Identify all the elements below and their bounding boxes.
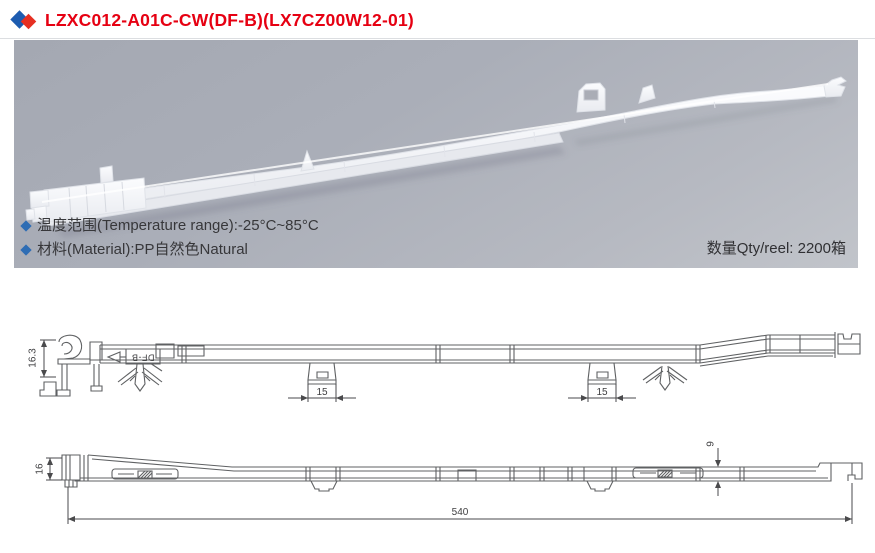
header-divider [0, 38, 875, 39]
part-number-title: LZXC012-A01C-CW(DF-B)(LX7CZ00W12-01) [45, 9, 414, 30]
dim-height-16: 16 [35, 463, 46, 475]
spec-item-material: 材料(Material):PP自然色Natural [20, 238, 319, 262]
spec-list: 温度范围(Temperature range):-25°C~85°C 材料(Ma… [20, 214, 319, 262]
side-view-end-cap [835, 332, 860, 358]
dim-height-16-3: 16.3 [28, 348, 39, 368]
dim-rib-height-9: 9 [706, 441, 717, 447]
push-pin-clip-left [118, 364, 162, 391]
part-shadow [56, 146, 566, 238]
drawing-bottom-view: 16 9 540 [35, 441, 875, 553]
product-photo-image [25, 76, 847, 238]
slot-detail-right [633, 468, 703, 478]
side-view-dimensions [40, 340, 636, 402]
qty-per-reel: 数量Qty/reel: 2200箱 [706, 240, 846, 257]
diamond-bullet-icon [20, 244, 32, 256]
dim-part-label: DF-B [132, 353, 155, 363]
bottom-view-end-cap [831, 463, 862, 481]
dim-tab-width-right: 15 [596, 387, 608, 398]
diamond-bullet-icon [10, 7, 38, 33]
drawing-side-view: 16.3 DF-B 15 15 [28, 318, 875, 430]
spec-item-temperature: 温度范围(Temperature range):-25°C~85°C [20, 214, 319, 238]
header: LZXC012-A01C-CW(DF-B)(LX7CZ00W12-01) [10, 7, 414, 33]
push-pin-clip-right [643, 366, 687, 390]
side-view-hook-end [40, 335, 102, 396]
plastic-rail-part [25, 76, 847, 227]
product-photo: 温度范围(Temperature range):-25°C~85°C 材料(Ma… [14, 40, 858, 268]
dim-length-540: 540 [452, 507, 469, 518]
bottom-view-dimensions [46, 448, 852, 524]
diamond-bullet-icon [20, 220, 32, 232]
spec-material-text: 材料(Material):PP自然色Natural [37, 241, 248, 258]
spec-temperature-text: 温度范围(Temperature range):-25°C~85°C [37, 217, 319, 234]
dim-tab-width-left: 15 [316, 387, 328, 398]
slot-detail-left [112, 469, 178, 479]
